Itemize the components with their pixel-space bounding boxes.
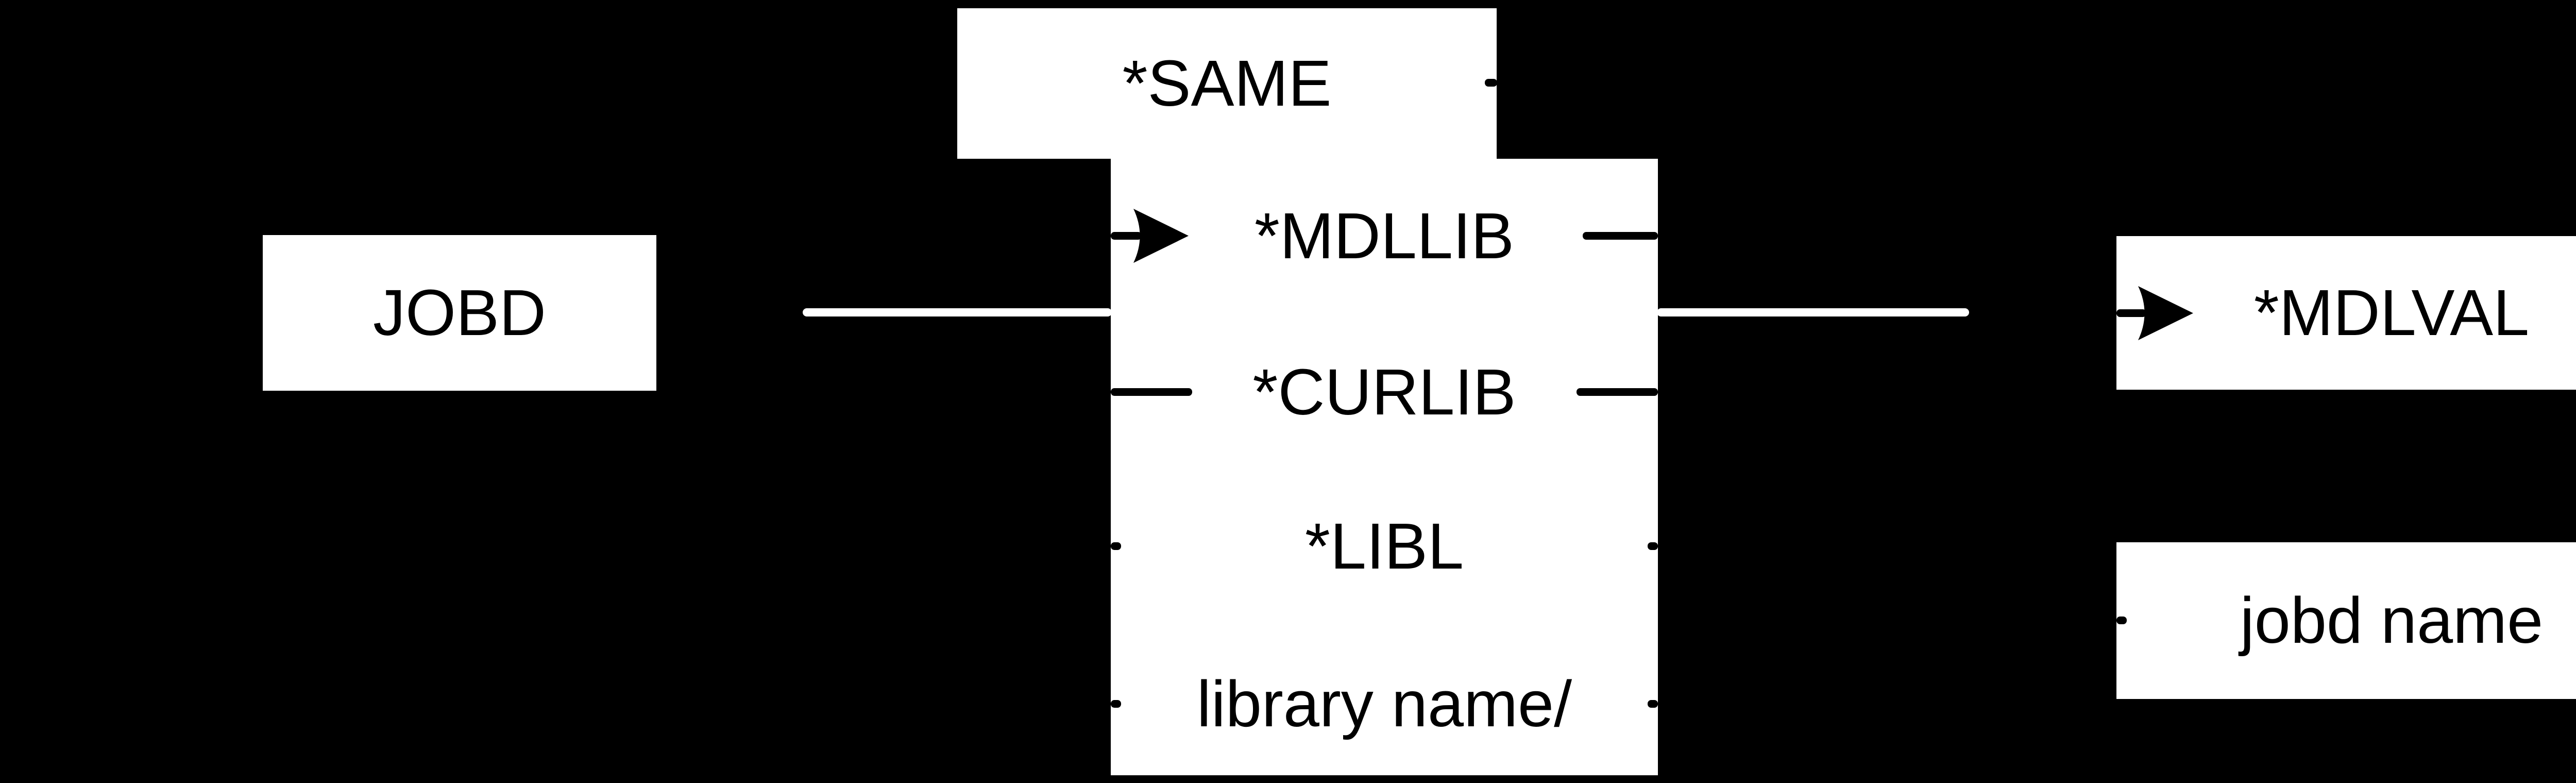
- rail-stub-libl-left: [1111, 542, 1121, 550]
- label-curlib: *CURLIB: [1252, 356, 1516, 428]
- node-same-option: [957, 8, 1497, 159]
- node-jobd-name-option: [2116, 542, 2576, 699]
- rail-stub-libl-right: [1648, 542, 1658, 550]
- node-library-qualifier-choices: [1111, 159, 1658, 775]
- node-jobd-parameter: [263, 235, 656, 391]
- node-mdlval-option: [2116, 236, 2576, 390]
- rail-jobd-to-qualifier: [803, 308, 1112, 316]
- rail-stub-library-name-left: [1111, 700, 1121, 708]
- rail-stub-mdllib-right: [1583, 232, 1658, 240]
- default-choice-arrow-icon: [1133, 209, 1189, 263]
- rail-stub-curlib-left: [1111, 388, 1192, 396]
- label-mdlval: *MDLVAL: [2253, 276, 2530, 349]
- label-mdllib: *MDLLIB: [1254, 199, 1515, 272]
- label-libl: *LIBL: [1304, 510, 1464, 582]
- default-choice-arrow-icon: [2138, 286, 2193, 340]
- rail-stub-curlib-right: [1577, 388, 1658, 396]
- label-jobd-name: jobd name: [2240, 584, 2544, 657]
- label-jobd: JOBD: [372, 276, 547, 349]
- rail-stub-mdlval-left: [2116, 309, 2146, 317]
- label-library-name: library name/: [1196, 668, 1572, 740]
- rail-stub-mdllib-left: [1111, 232, 1142, 240]
- rail-stub-jobd-name-left: [2116, 617, 2127, 624]
- rail-qualifier-to-value: [1657, 308, 1969, 316]
- rail-stub-same-right: [1485, 79, 1497, 87]
- rail-stub-library-name-right: [1648, 700, 1658, 708]
- label-same: *SAME: [1122, 47, 1332, 120]
